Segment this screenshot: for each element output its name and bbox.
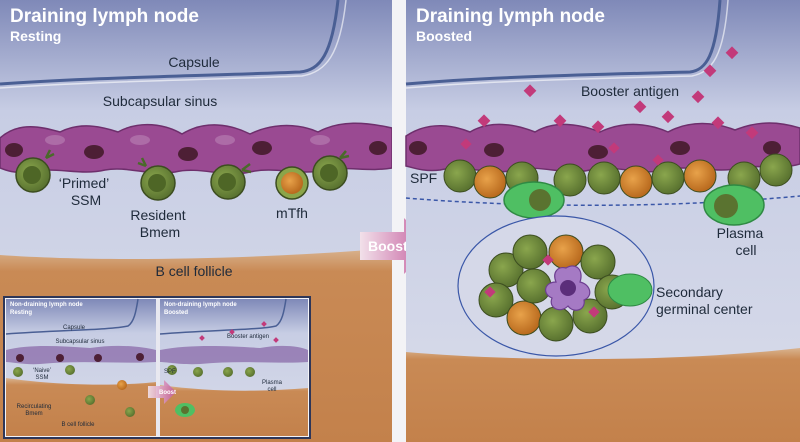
left-ssm-layer	[0, 122, 393, 175]
inset-boost-label: Boost	[159, 390, 176, 396]
inset-left-title: Non-draining lymph node	[10, 302, 83, 308]
inset-left-subtitle: Resting	[10, 310, 32, 316]
secondary-gc-label-1: Secondary	[656, 284, 723, 300]
spf-boundary-line	[405, 195, 800, 206]
left-bmem-cells	[15, 149, 350, 201]
inset-right-subtitle: Boosted	[164, 310, 188, 316]
b-cell-follicle-label: B cell follicle	[155, 263, 232, 279]
booster-antigen-label: Booster antigen	[581, 83, 679, 99]
inset-naive-ssm-label-1: ‘Naive’	[33, 368, 51, 374]
resident-bmem-label-1: Resident	[130, 207, 185, 223]
spf-label: SPF	[410, 170, 437, 186]
bmem-cell	[15, 149, 55, 193]
mtfh-label: mTfh	[276, 205, 308, 221]
inset-recirc-label-2: Bmem	[25, 411, 42, 417]
secondary-gc-label-2: germinal center	[656, 301, 753, 317]
left-capsule-membrane	[0, 0, 340, 86]
right-b-cell-follicle-region	[406, 348, 800, 442]
boost-label: Boost	[368, 238, 408, 254]
bmem-cell	[210, 163, 252, 200]
right-subtitle: Boosted	[416, 28, 472, 44]
mtfh-cell	[275, 166, 309, 200]
plasma-cell-label-1: Plasma	[717, 225, 764, 241]
subcapsular-sinus-label: Subcapsular sinus	[103, 93, 217, 109]
left-title: Draining lymph node	[10, 6, 199, 27]
plasma-cell	[503, 181, 565, 219]
primed-ssm-label-1: ‘Primed’	[59, 175, 110, 191]
plasma-cell-label-2: cell	[735, 242, 756, 258]
bmem-cell	[312, 150, 350, 191]
inset-plasma-label-1: Plasma	[262, 380, 283, 386]
inset-booster-label: Booster antigen	[227, 334, 269, 340]
primed-ssm-label-2: SSM	[71, 192, 101, 208]
plasma-cell	[703, 184, 765, 226]
resident-bmem-label-2: Bmem	[140, 224, 180, 240]
inset-follicle-label: B cell follicle	[61, 422, 95, 428]
right-title: Draining lymph node	[416, 6, 605, 27]
secondary-germinal-center	[457, 215, 655, 357]
inset-non-draining: Non-draining lymph node Resting Capsule …	[3, 296, 311, 439]
inset-capsule-label: Capsule	[63, 325, 86, 331]
inset-right-title: Non-draining lymph node	[164, 302, 237, 308]
right-capsule-membrane	[405, 0, 722, 86]
inset-recirc-label-1: Recirculating	[17, 404, 52, 410]
bmem-cell	[137, 157, 176, 201]
capsule-label: Capsule	[168, 54, 220, 70]
inset-spf-label: SPF	[164, 369, 176, 375]
inset-sinus-label: Subcapsular sinus	[55, 339, 104, 345]
inset-plasma-label-2: cell	[267, 387, 276, 393]
left-subtitle: Resting	[10, 28, 61, 44]
right-panel: Draining lymph node Boosted Booster anti…	[405, 0, 800, 442]
inset-naive-ssm-label-2: SSM	[35, 375, 48, 381]
